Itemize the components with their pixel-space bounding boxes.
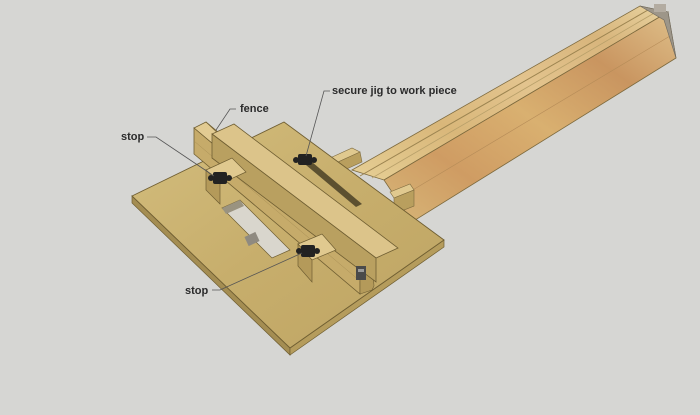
work-piece-beam xyxy=(351,4,677,223)
leader-fence xyxy=(215,108,236,131)
leader-lines xyxy=(147,90,330,291)
label-stop-upper: stop xyxy=(121,131,145,143)
end-bracket xyxy=(356,266,366,280)
leader-secure-jig xyxy=(305,90,330,157)
fence-slot xyxy=(300,157,362,207)
knob-secure-jig xyxy=(293,154,317,165)
beam-side-face xyxy=(383,11,677,223)
knob-lower-stop xyxy=(296,245,320,257)
knob-upper-stop xyxy=(208,172,232,184)
label-stop-lower: stop xyxy=(185,285,209,297)
label-fence: fence xyxy=(240,103,269,115)
leader-stop-upper xyxy=(147,136,215,177)
leader-stop-lower xyxy=(212,252,303,291)
clamp-bar xyxy=(211,123,399,283)
label-secure-jig: secure jig to work piece xyxy=(332,85,457,97)
beam-groove xyxy=(359,9,649,177)
